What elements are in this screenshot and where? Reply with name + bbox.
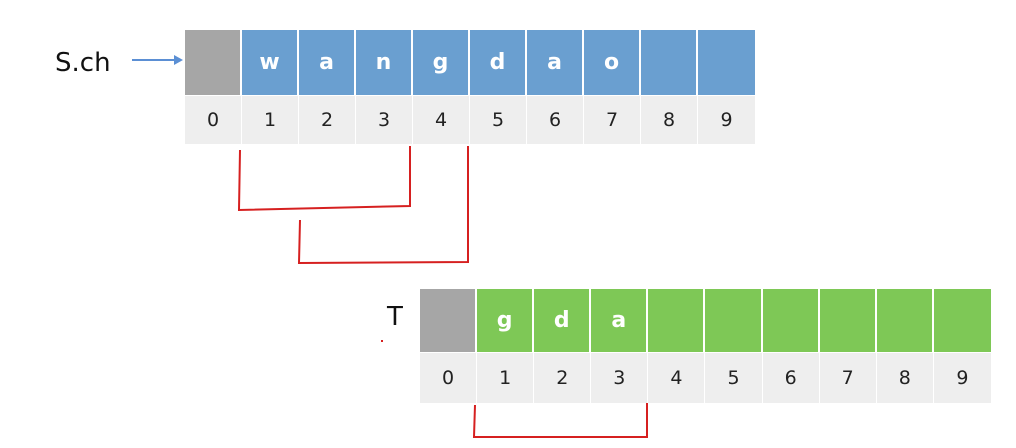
s-cell-4: g: [413, 30, 470, 95]
t-label: T: [387, 302, 403, 332]
t-index-7: 7: [819, 353, 877, 403]
t-index-6: 6: [762, 353, 820, 403]
s-bracket-1-4: [237, 146, 411, 212]
s-label: S.ch: [55, 48, 111, 78]
arrow-icon: [132, 55, 183, 65]
s-index-5: 5: [470, 96, 527, 144]
s-index-6: 6: [527, 96, 584, 144]
s-cell-1: w: [242, 30, 299, 95]
red-dot-mark: [381, 340, 383, 342]
t-index-5: 5: [705, 353, 763, 403]
t-bracket-1-3: [472, 403, 648, 438]
s-cell-0: [185, 30, 242, 95]
s-index-0: 0: [185, 96, 242, 144]
s-index-9: 9: [698, 96, 755, 144]
s-index-7: 7: [584, 96, 641, 144]
s-index-2: 2: [299, 96, 356, 144]
t-index-9: 9: [933, 353, 991, 403]
t-index-8: 8: [876, 353, 934, 403]
t-cell-7: [819, 289, 877, 352]
t-cell-0: [420, 289, 478, 352]
t-cell-3: a: [591, 289, 649, 352]
t-index-2: 2: [534, 353, 592, 403]
s-bracket-2-5: [297, 146, 469, 265]
s-cell-8: [641, 30, 698, 95]
t-cell-6: [762, 289, 820, 352]
s-cell-9: [698, 30, 755, 95]
t-cell-5: [705, 289, 763, 352]
t-cell-2: d: [534, 289, 592, 352]
s-index-1: 1: [242, 96, 299, 144]
s-cell-6: a: [527, 30, 584, 95]
s-index-3: 3: [356, 96, 413, 144]
t-cell-1: g: [477, 289, 535, 352]
t-cell-9: [933, 289, 991, 352]
t-index-4: 4: [648, 353, 706, 403]
s-cell-2: a: [299, 30, 356, 95]
s-index-4: 4: [413, 96, 470, 144]
t-cell-8: [876, 289, 934, 352]
s-cell-5: d: [470, 30, 527, 95]
t-cell-4: [648, 289, 706, 352]
t-index-3: 3: [591, 353, 649, 403]
s-index-8: 8: [641, 96, 698, 144]
t-index-0: 0: [420, 353, 478, 403]
s-cell-7: o: [584, 30, 641, 95]
t-index-1: 1: [477, 353, 535, 403]
s-cell-3: n: [356, 30, 413, 95]
